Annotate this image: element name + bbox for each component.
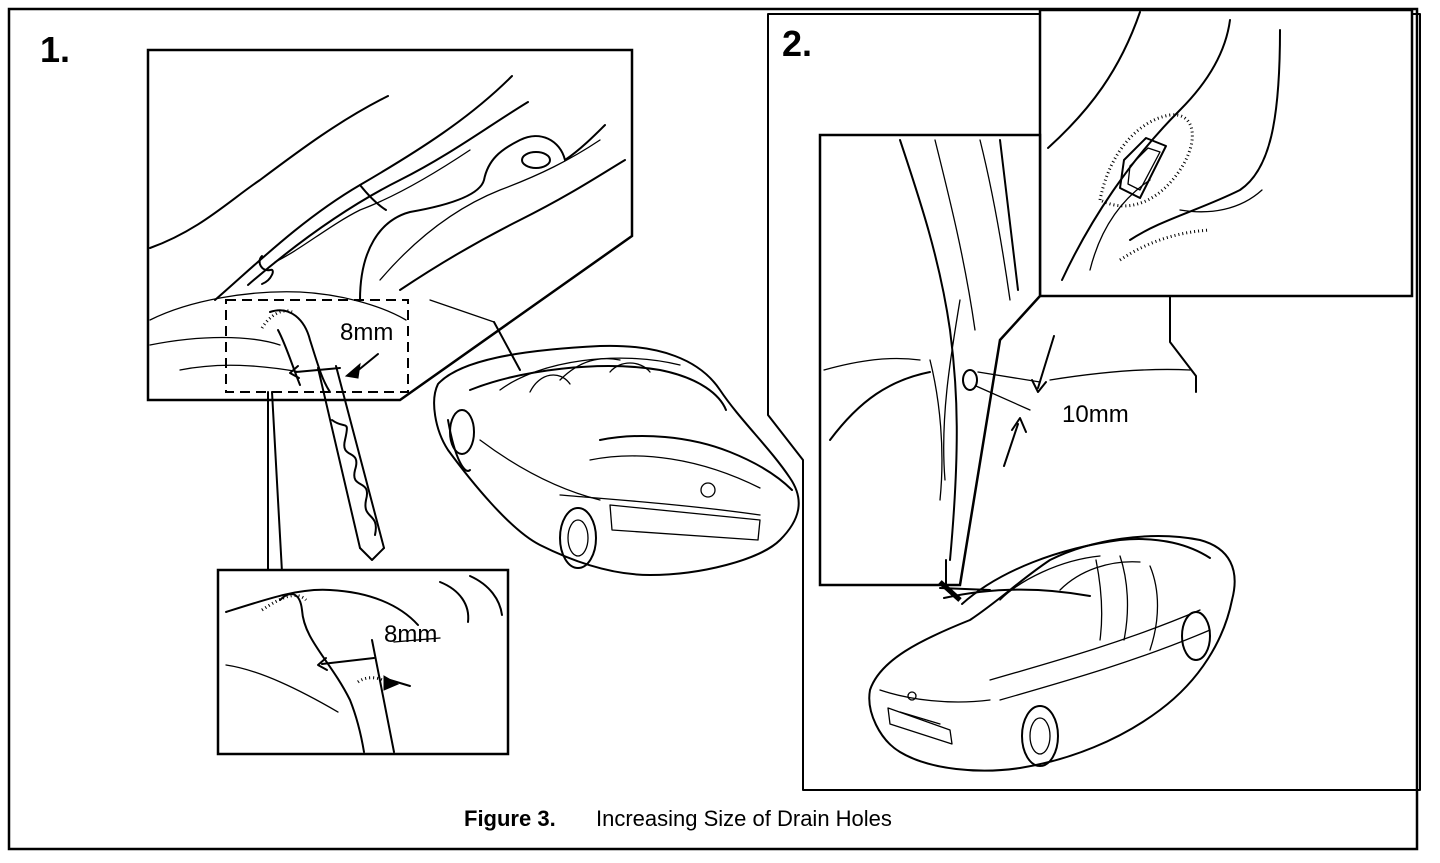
panel-1: 1. [40,29,800,756]
drill-bit [317,365,385,561]
panel-2-leader [1169,295,1197,393]
figure-caption: Figure 3. Increasing Size of Drain Holes [464,806,892,831]
panel-2-left-inset [818,133,1042,587]
caption-text: Increasing Size of Drain Holes [596,806,892,831]
panel-2-frame [767,13,1421,791]
panel-1-dimension-upper: 8mm [340,319,393,346]
panel-1-step-number: 1. [40,29,70,70]
panel-2-top-inset [1038,8,1414,298]
panel-1-leader [493,321,521,371]
panel-2: 2. [782,8,1414,772]
panel-2-dimension: 10mm [1003,335,1129,467]
panel-2-dimension-value: 10mm [1062,401,1129,428]
panel-2-step-number: 2. [782,23,812,64]
zoom-connector-right [271,391,283,573]
panel-1-upper-inset: 8mm [146,48,634,402]
outer-frame [7,7,1419,851]
zoom-region-marker [225,299,409,393]
upper-inset-frame [146,48,634,402]
lower-inset-frame [216,568,510,756]
car-front-view [868,535,1236,772]
caption-label: Figure 3. [464,806,556,831]
car-rear-view [433,344,800,576]
panel-1-dimension-lower: 8mm [384,621,437,648]
panel-1-lower-inset: 8mm [216,568,510,756]
top-inset-frame [1038,8,1414,298]
